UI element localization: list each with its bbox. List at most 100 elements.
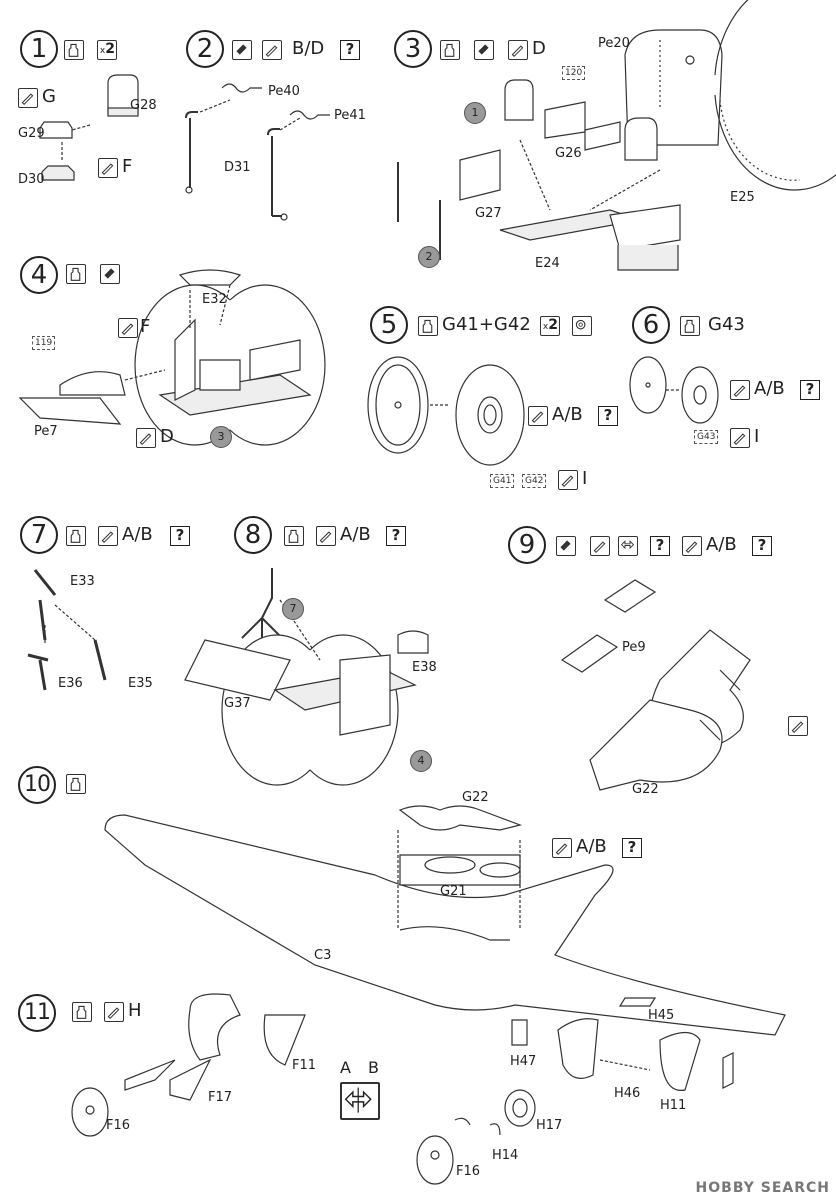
step-number: 2 <box>186 30 224 68</box>
question-icon: ? <box>340 40 360 60</box>
part-label: E25 <box>730 190 755 205</box>
paint-code: F <box>122 156 133 177</box>
step-number: 3 <box>394 30 432 68</box>
part-label: G43 <box>694 430 719 444</box>
paint-brush-icon <box>262 40 282 60</box>
glue-icon <box>284 526 304 546</box>
paint-code: F <box>140 316 151 337</box>
part-label: E24 <box>535 256 560 271</box>
part-label: Pe9 <box>622 640 646 655</box>
step-reference: 3 <box>210 426 232 448</box>
option-label-b: B <box>368 1058 379 1077</box>
part-label: F16 <box>456 1164 481 1179</box>
part-label: G26 <box>555 146 582 161</box>
paint-code: A/B <box>552 404 583 425</box>
part-label: E38 <box>412 660 437 675</box>
part-label: C3 <box>314 948 332 963</box>
step1-parts-drawing <box>39 74 139 181</box>
part-label: G41 <box>490 474 515 488</box>
paint-code: A/B <box>754 378 785 399</box>
part-label: F16 <box>106 1118 131 1133</box>
paint-code: I <box>754 426 760 447</box>
watermark: HOBBY SEARCH <box>695 1180 830 1196</box>
step-number: 7 <box>20 516 58 554</box>
paint-brush-icon <box>788 716 808 736</box>
step2-parts-drawing <box>185 83 330 221</box>
paint-brush-icon <box>558 470 578 490</box>
part-label: E33 <box>70 574 95 589</box>
step-number: 10 <box>18 766 56 804</box>
step-reference: 2 <box>418 246 440 268</box>
paint-brush-icon <box>730 428 750 448</box>
part-label: D31 <box>224 160 251 175</box>
step10-wing-drawing <box>104 805 786 1036</box>
step-number: 5 <box>370 306 408 344</box>
paint-code: I <box>582 468 588 489</box>
question-icon: ? <box>800 380 820 400</box>
part-label: G28 <box>130 98 157 113</box>
paint-code: A/B <box>340 524 371 545</box>
decal-icon <box>556 536 576 556</box>
step3-assembly-drawing <box>397 0 836 271</box>
paint-brush-icon <box>590 536 610 556</box>
step-number: 9 <box>508 526 546 564</box>
part-label: H46 <box>614 1086 641 1101</box>
step5-wheels-drawing <box>367 356 525 466</box>
part-label: G22 <box>632 782 659 797</box>
paint-code: A/B <box>706 534 737 555</box>
paint-code: H <box>128 1000 142 1021</box>
paint-brush-icon <box>98 526 118 546</box>
part-label: G29 <box>18 126 45 141</box>
part-label: F17 <box>208 1090 233 1105</box>
step9-parts-drawing <box>560 579 751 791</box>
part-label: F11 <box>292 1058 317 1073</box>
question-icon: ? <box>622 838 642 858</box>
glue-icon <box>72 1002 92 1022</box>
part-label: Pe40 <box>268 84 300 99</box>
glue-icon <box>66 774 86 794</box>
paint-brush-icon <box>508 40 528 60</box>
glue-icon <box>64 40 84 60</box>
paint-code: B/D <box>292 38 325 59</box>
part-label: G37 <box>224 696 251 711</box>
part-label: G22 <box>462 790 489 805</box>
step11-parts-drawing <box>71 993 734 1185</box>
question-icon: ? <box>752 536 772 556</box>
part-label: 119 <box>32 336 56 350</box>
part-label: Pe20 <box>598 36 630 51</box>
step-reference: 4 <box>410 750 432 772</box>
step-number: 4 <box>20 256 58 294</box>
step-number: 8 <box>234 516 272 554</box>
question-icon: ? <box>650 536 670 556</box>
question-icon: ? <box>170 526 190 546</box>
part-label: Pe41 <box>334 108 366 123</box>
paint-brush-icon <box>528 406 548 426</box>
paint-brush-icon <box>136 428 156 448</box>
step-reference: 1 <box>464 102 486 124</box>
quantity-badge: x2 <box>540 316 560 336</box>
part-label: H47 <box>510 1054 537 1069</box>
paint-brush-icon <box>118 318 138 338</box>
step-number: 1 <box>20 30 58 68</box>
part-label: G21 <box>440 884 467 899</box>
paint-brush-icon <box>552 838 572 858</box>
decal-icon <box>100 264 120 284</box>
glue-icon <box>66 264 86 284</box>
paint-code: A/B <box>576 836 607 857</box>
part-label: D30 <box>18 172 45 187</box>
decal-icon <box>232 40 252 60</box>
part-label: H11 <box>660 1098 687 1113</box>
magnifier-icon <box>572 316 592 336</box>
question-icon: ? <box>598 406 618 426</box>
step-number: 6 <box>632 306 670 344</box>
parts-title: G41+G42 <box>442 314 531 335</box>
part-label: G42 <box>522 474 547 488</box>
step7-parts-drawing <box>27 569 107 691</box>
part-label: E32 <box>202 292 227 307</box>
part-label: H14 <box>492 1148 519 1163</box>
part-label: 120 <box>562 66 586 80</box>
paint-code: D <box>160 426 174 447</box>
step4-assembly-drawing <box>18 269 326 446</box>
paint-brush-icon <box>18 88 38 108</box>
